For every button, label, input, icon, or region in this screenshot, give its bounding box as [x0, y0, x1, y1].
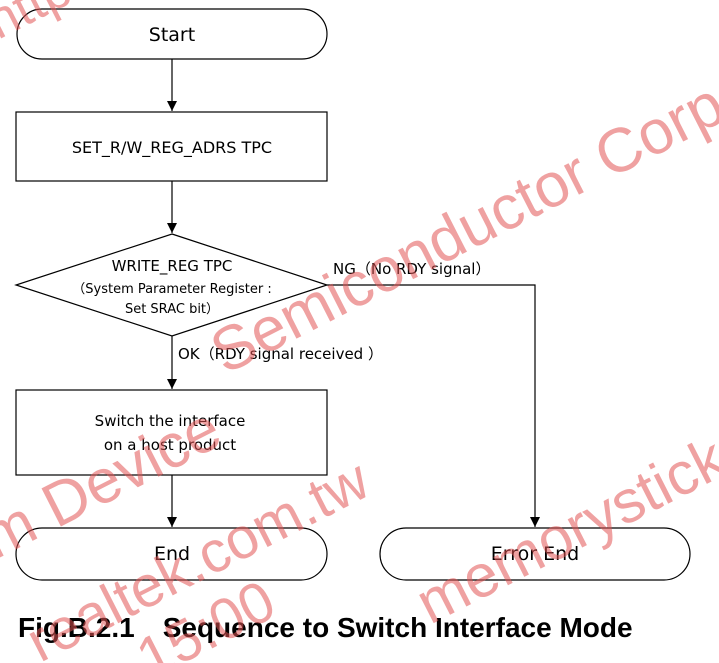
ok-branch-label: OK（RDY signal received ） — [178, 345, 383, 363]
ng-branch-label: NG（No RDY signal） — [333, 260, 490, 278]
decision-detail-line1: （System Parameter Register : — [72, 282, 271, 297]
edge-ng-to-error-end — [327, 284, 540, 527]
switch-interface-node: Switch the interface on a host product — [15, 389, 328, 476]
decision-title: WRITE_REG TPC — [112, 257, 233, 276]
end-node: End — [15, 527, 328, 581]
figure-caption: Fig.B.2.1 Sequence to Switch Interface M… — [18, 612, 633, 643]
decision-detail-line2: Set SRAC bit） — [125, 302, 219, 317]
set-tpc-node: SET_R/W_REG_ADRS TPC — [15, 111, 328, 182]
error-end-label: Error End — [491, 543, 579, 565]
error-end-node: Error End — [379, 527, 691, 581]
end-label: End — [154, 543, 190, 565]
switch-label-line2: on a host product — [104, 436, 236, 454]
set-tpc-label: SET_R/W_REG_ADRS TPC — [72, 138, 272, 158]
switch-label-line1: Switch the interface — [95, 412, 246, 430]
start-node: Start — [16, 8, 328, 60]
watermark-text-corp: Semiconductor Corp. — [200, 62, 719, 388]
watermark-text-org: memorystick.org : 20 — [405, 324, 719, 636]
start-label: Start — [149, 24, 195, 46]
